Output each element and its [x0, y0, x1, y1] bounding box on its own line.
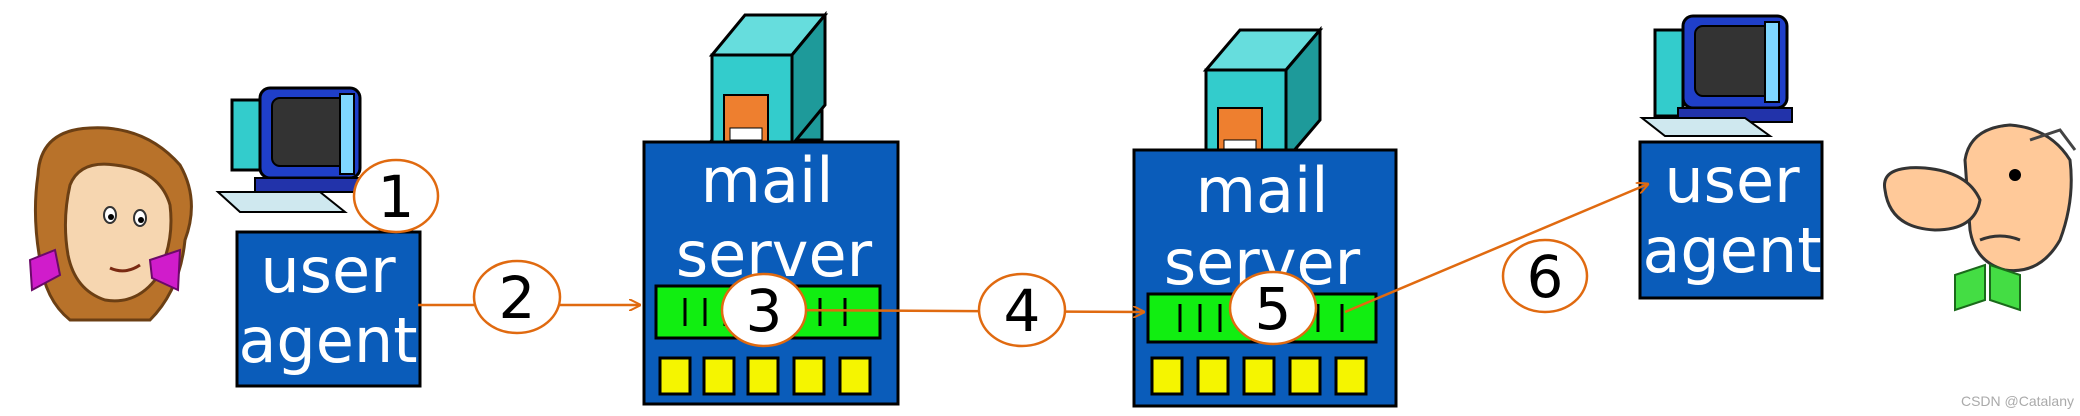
step-3-marker: 3 — [720, 272, 808, 348]
flow-arrow-4 — [767, 310, 1144, 312]
sender-computer-icon — [215, 86, 366, 213]
mail-server-left-line1: mail — [701, 144, 834, 217]
step-5-label: 5 — [1255, 275, 1292, 343]
step-6-marker: 6 — [1501, 238, 1589, 314]
step-2-marker: 2 — [472, 259, 562, 335]
sender-person-icon — [28, 126, 193, 322]
step-4-marker: 4 — [977, 272, 1067, 348]
step-1-marker: 1 — [352, 158, 440, 234]
watermark-text: CSDN @Catalany — [1961, 393, 2074, 409]
user-agent-right-box: user agent — [1638, 140, 1824, 300]
step-1-label: 1 — [378, 163, 415, 231]
step-4-label: 4 — [1004, 277, 1041, 345]
user-agent-left-box: user agent — [235, 230, 422, 388]
mailbox-slots — [658, 356, 872, 396]
user-agent-right-line2: agent — [1642, 214, 1821, 287]
user-agent-right-line1: user — [1664, 144, 1800, 217]
step-3-label: 3 — [746, 277, 783, 345]
receiver-computer-icon — [1639, 14, 1793, 137]
server-left-tower-icon — [708, 10, 829, 150]
step-6-label: 6 — [1527, 243, 1564, 311]
step-5-marker: 5 — [1228, 270, 1318, 346]
flow-arrow-6 — [1344, 184, 1648, 314]
server-right-tower-icon — [1202, 25, 1324, 165]
mail-server-left-box: mail server — [642, 140, 900, 406]
mailbox-slots — [1150, 356, 1368, 396]
user-agent-left-line1: user — [260, 234, 396, 307]
step-2-label: 2 — [499, 264, 536, 332]
receiver-person-icon — [1883, 123, 2077, 312]
user-agent-left-line2: agent — [238, 304, 417, 377]
mail-server-right-line1: mail — [1196, 154, 1329, 227]
